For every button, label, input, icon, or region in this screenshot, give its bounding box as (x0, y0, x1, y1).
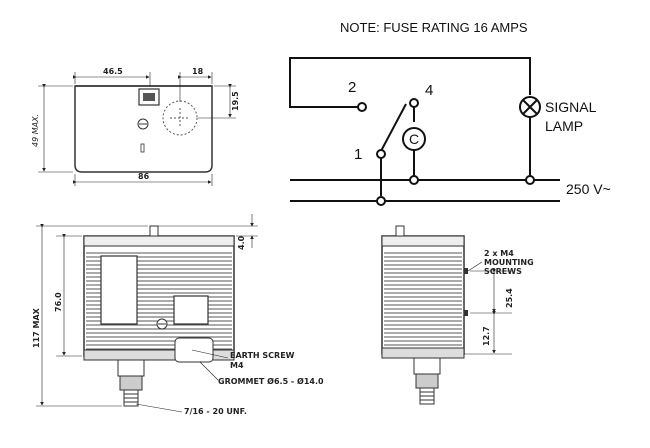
earth-screw-size: M4 (230, 361, 244, 370)
dim-12-7: 12.7 (482, 326, 491, 346)
compressor-label: C (409, 131, 419, 147)
dim-18: 18 (192, 67, 204, 76)
dim-76-0: 76.0 (54, 292, 63, 312)
terminal-4 (409, 98, 419, 108)
dim-4-0: 4.0 (237, 235, 246, 250)
fuse-note: NOTE: FUSE RATING 16 AMPS (340, 20, 528, 35)
terminal-2-label: 2 (348, 79, 356, 96)
top-view: 46.5 18 19.5 49 MAX. 86 (31, 67, 240, 186)
switch-blade (380, 103, 407, 152)
mount-label-2: MOUNTING (484, 258, 534, 267)
signal-label: SIGNAL (545, 99, 597, 115)
earth-screw-label: EARTH SCREW (230, 351, 295, 360)
mount-label-1: 2 x M4 (484, 249, 514, 258)
dim-46-5: 46.5 (103, 67, 123, 76)
dim-86: 86 (138, 172, 150, 181)
terminal-1 (376, 149, 386, 159)
terminal-2 (357, 102, 367, 112)
dim-25-4: 25.4 (505, 288, 514, 308)
supply-voltage-label: 250 V~ (566, 181, 611, 197)
lamp-label: LAMP (545, 118, 583, 134)
side-view: 2 x M4 MOUNTING SCREWS 25.4 12.7 (381, 225, 534, 405)
terminal-1-label: 1 (354, 146, 362, 163)
loop-wire (289, 57, 531, 108)
dim-49-max: 49 MAX. (31, 114, 40, 147)
mount-label-3: SCREWS (484, 267, 522, 276)
wiring-diagram: NOTE: FUSE RATING 16 AMPS 2 4 C 1 SIGNAL… (289, 20, 611, 206)
dim-19-5: 19.5 (231, 91, 240, 111)
grommet-label: GROMMET Ø6.5 - Ø14.0 (218, 376, 324, 386)
terminal-4-label: 4 (425, 82, 433, 99)
thread-label: 7/16 - 20 UNF. (184, 407, 247, 416)
front-view: 4.0 76.0 117 MAX EARTH SCREW M4 GROMMET … (32, 214, 324, 416)
dim-117-max: 117 MAX (32, 307, 41, 348)
